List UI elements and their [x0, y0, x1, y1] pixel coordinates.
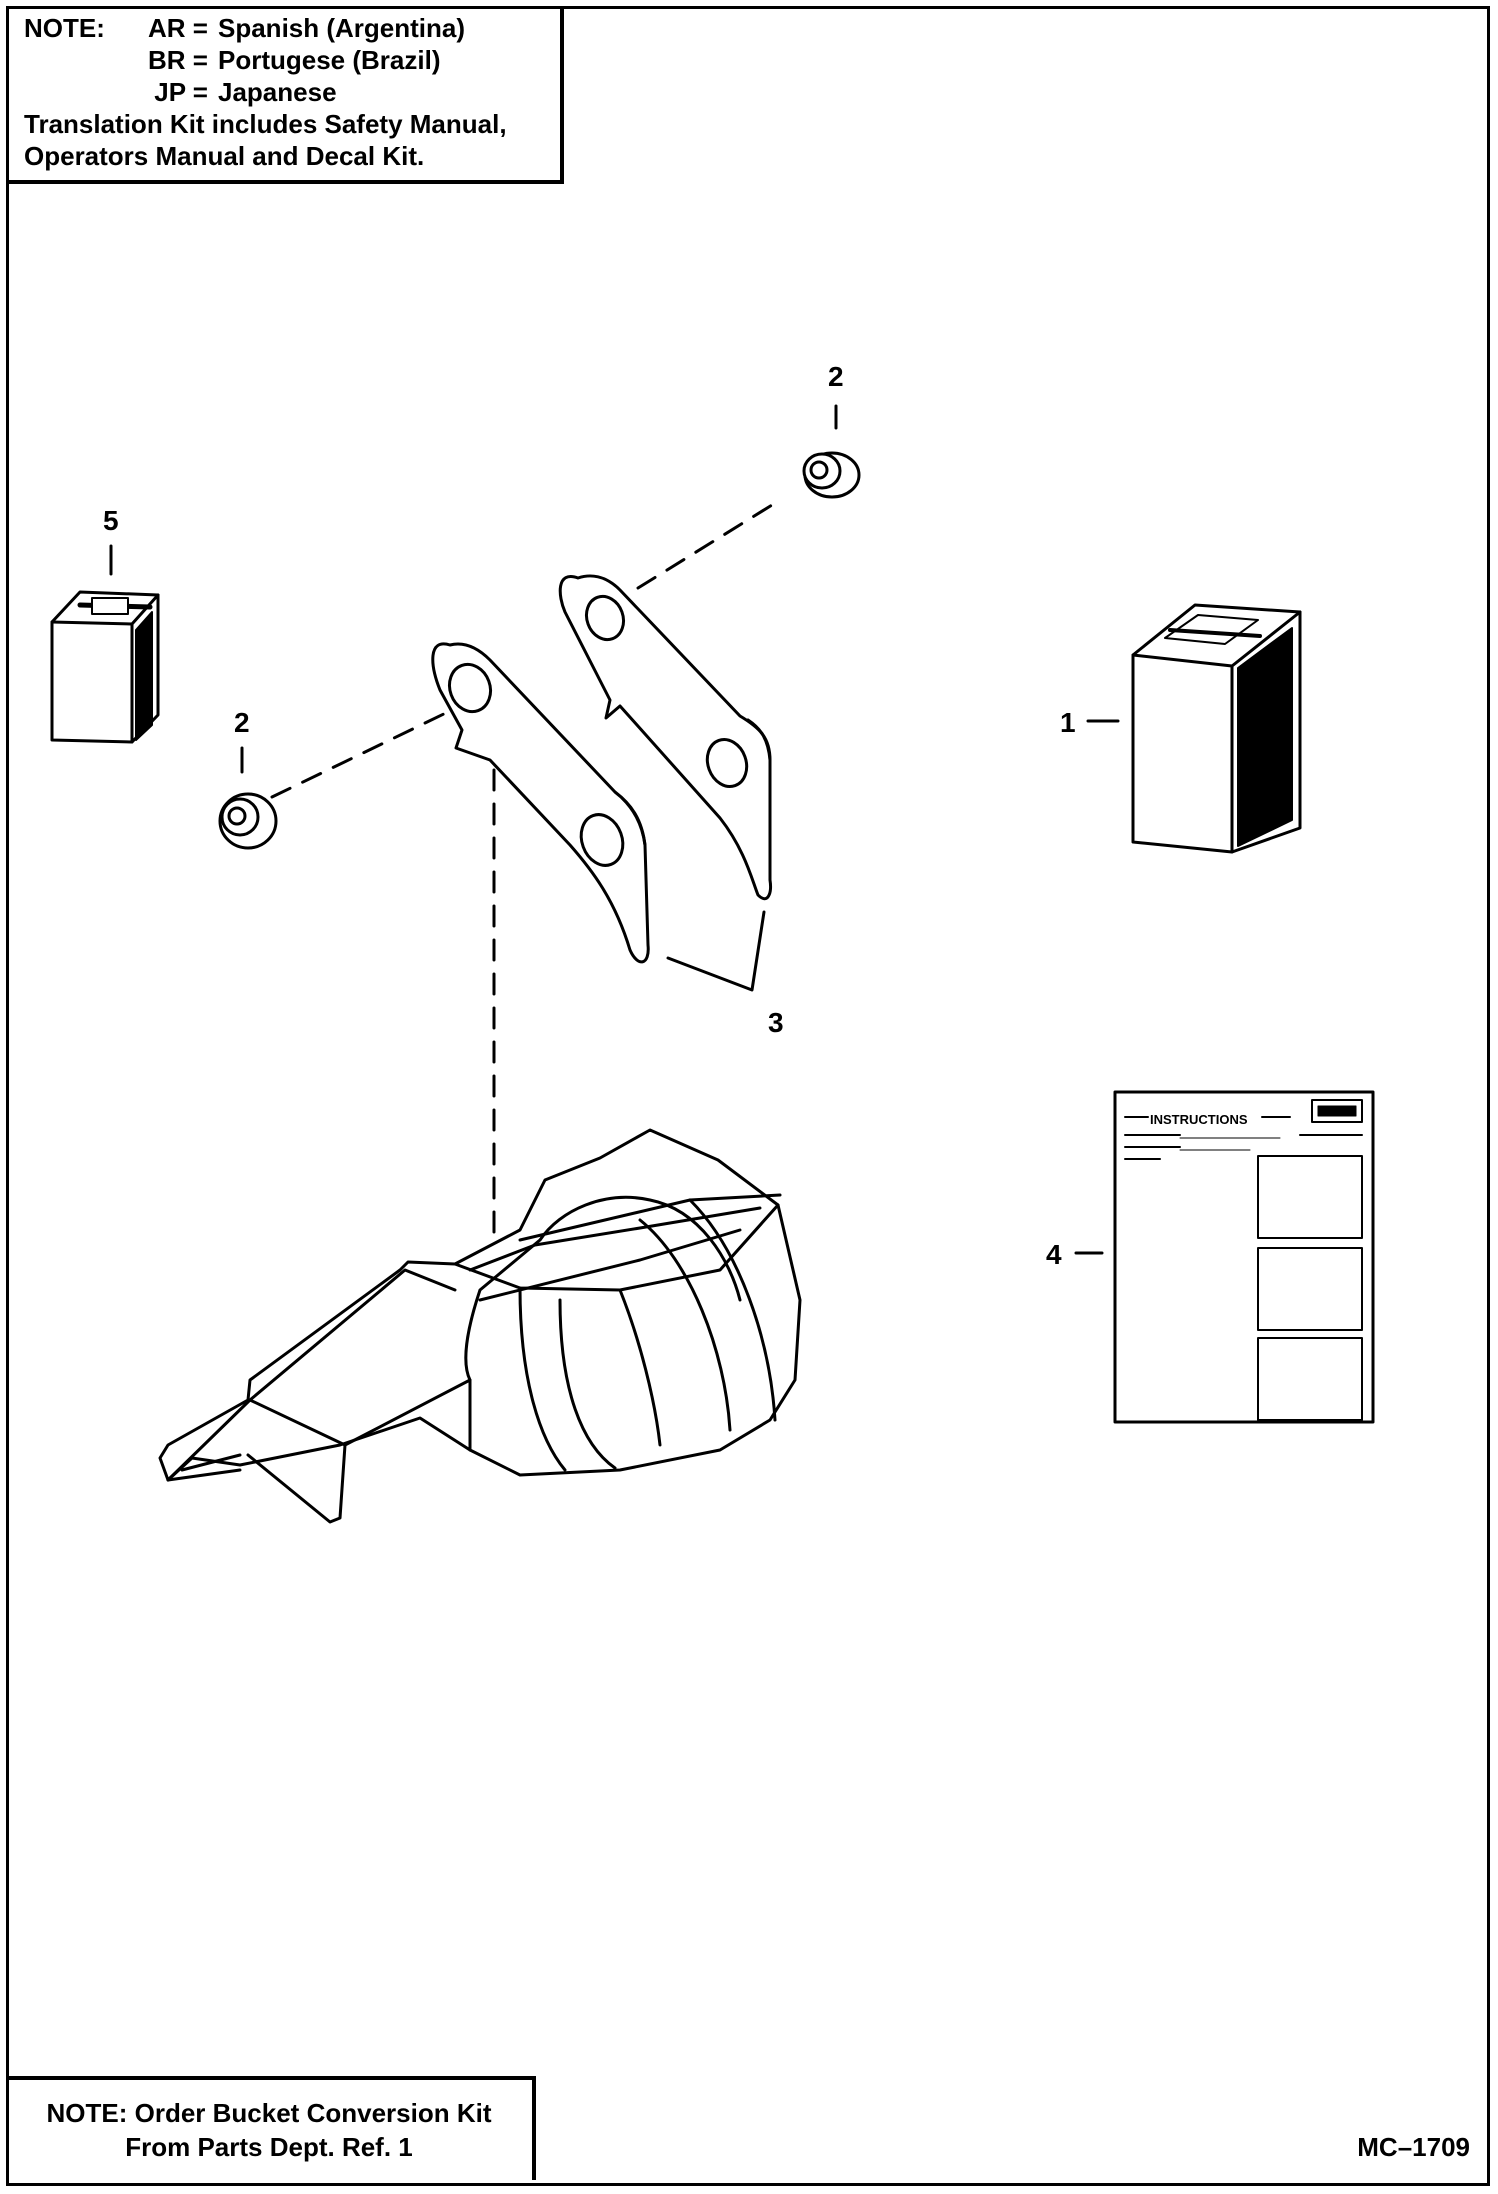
page-frame	[6, 6, 1490, 2186]
code-br: BR =	[148, 45, 208, 75]
code-ar: AR =	[148, 13, 208, 43]
bushing-lower	[218, 792, 278, 850]
language-jp: Japanese	[218, 77, 337, 107]
bushing-upper	[802, 451, 861, 499]
leader-bushing-upper	[636, 503, 774, 590]
leader-bushing-lower	[270, 708, 454, 799]
language-ar: Spanish (Argentina)	[218, 13, 466, 43]
kit-contents-line1: Translation Kit includes Safety Manual,	[24, 109, 507, 139]
note-prefix: NOTE:	[24, 13, 105, 43]
language-br: Portugese (Brazil)	[218, 45, 441, 75]
callout-5: 5	[103, 505, 119, 536]
bucket	[158, 1128, 802, 1524]
callout-1: 1	[1060, 707, 1076, 738]
leader-3	[666, 910, 766, 992]
callout-4: 4	[1046, 1239, 1062, 1270]
kit-contents-line2: Operators Manual and Decal Kit.	[24, 141, 425, 171]
conversion-kit-note: NOTE: Order Bucket Conversion Kit From P…	[6, 2076, 536, 2180]
callout-2-upper: 2	[828, 361, 844, 392]
callout-3: 3	[768, 1007, 784, 1038]
mounting-plate-rear	[558, 574, 772, 901]
instruction-sheet	[1113, 1090, 1375, 1424]
translation-kit-box-small	[50, 590, 160, 744]
code-jp: JP =	[154, 77, 208, 107]
conversion-note-line1: NOTE: Order Bucket Conversion Kit	[46, 2098, 492, 2128]
conversion-note-line2: From Parts Dept. Ref. 1	[125, 2132, 413, 2162]
translation-kit-box-large	[1131, 603, 1302, 854]
sheet-title: INSTRUCTIONS	[1150, 1112, 1248, 1127]
mounting-plate-front	[431, 642, 650, 964]
drawing-reference: MC–1709	[1357, 2132, 1470, 2162]
callout-2-lower: 2	[234, 707, 250, 738]
translation-note: NOTE: AR = Spanish (Argentina) BR = Port…	[6, 6, 564, 184]
